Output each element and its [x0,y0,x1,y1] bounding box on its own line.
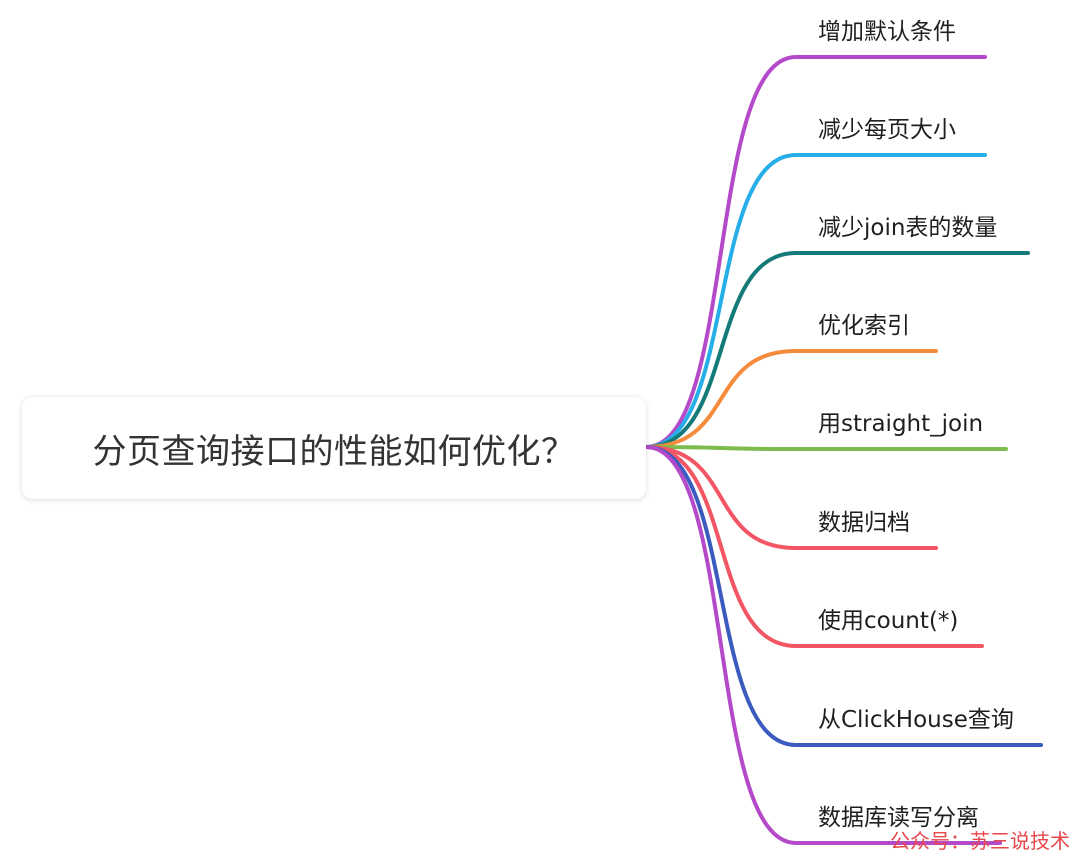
branch-node[interactable]: 减少join表的数量 [818,215,998,241]
watermark: 公众号：苏三说技术 [890,829,1070,853]
branch-connector [644,445,984,648]
branch-connector [644,445,1043,747]
branch-node[interactable]: 优化索引 [818,313,910,339]
branch-node[interactable]: 从ClickHouse查询 [818,707,1014,733]
root-node[interactable]: 分页查询接口的性能如何优化？ [22,397,646,499]
branch-node[interactable]: 使用count(*) [818,608,959,634]
branch-node[interactable]: 增加默认条件 [818,19,956,45]
branch-connector [644,445,938,550]
branch-connector [644,445,1002,845]
branch-connector [644,349,938,449]
branch-connector [644,251,1030,449]
root-title: 分页查询接口的性能如何优化？ [92,431,576,472]
branch-connector [644,445,1008,451]
branch-node[interactable]: 数据库读写分离 [818,805,979,831]
branch-node[interactable]: 用straight_join [818,411,984,437]
branch-node[interactable]: 减少每页大小 [818,117,956,143]
branch-node[interactable]: 数据归档 [818,510,910,536]
branch-connector [644,55,987,449]
branch-connector [644,153,987,449]
